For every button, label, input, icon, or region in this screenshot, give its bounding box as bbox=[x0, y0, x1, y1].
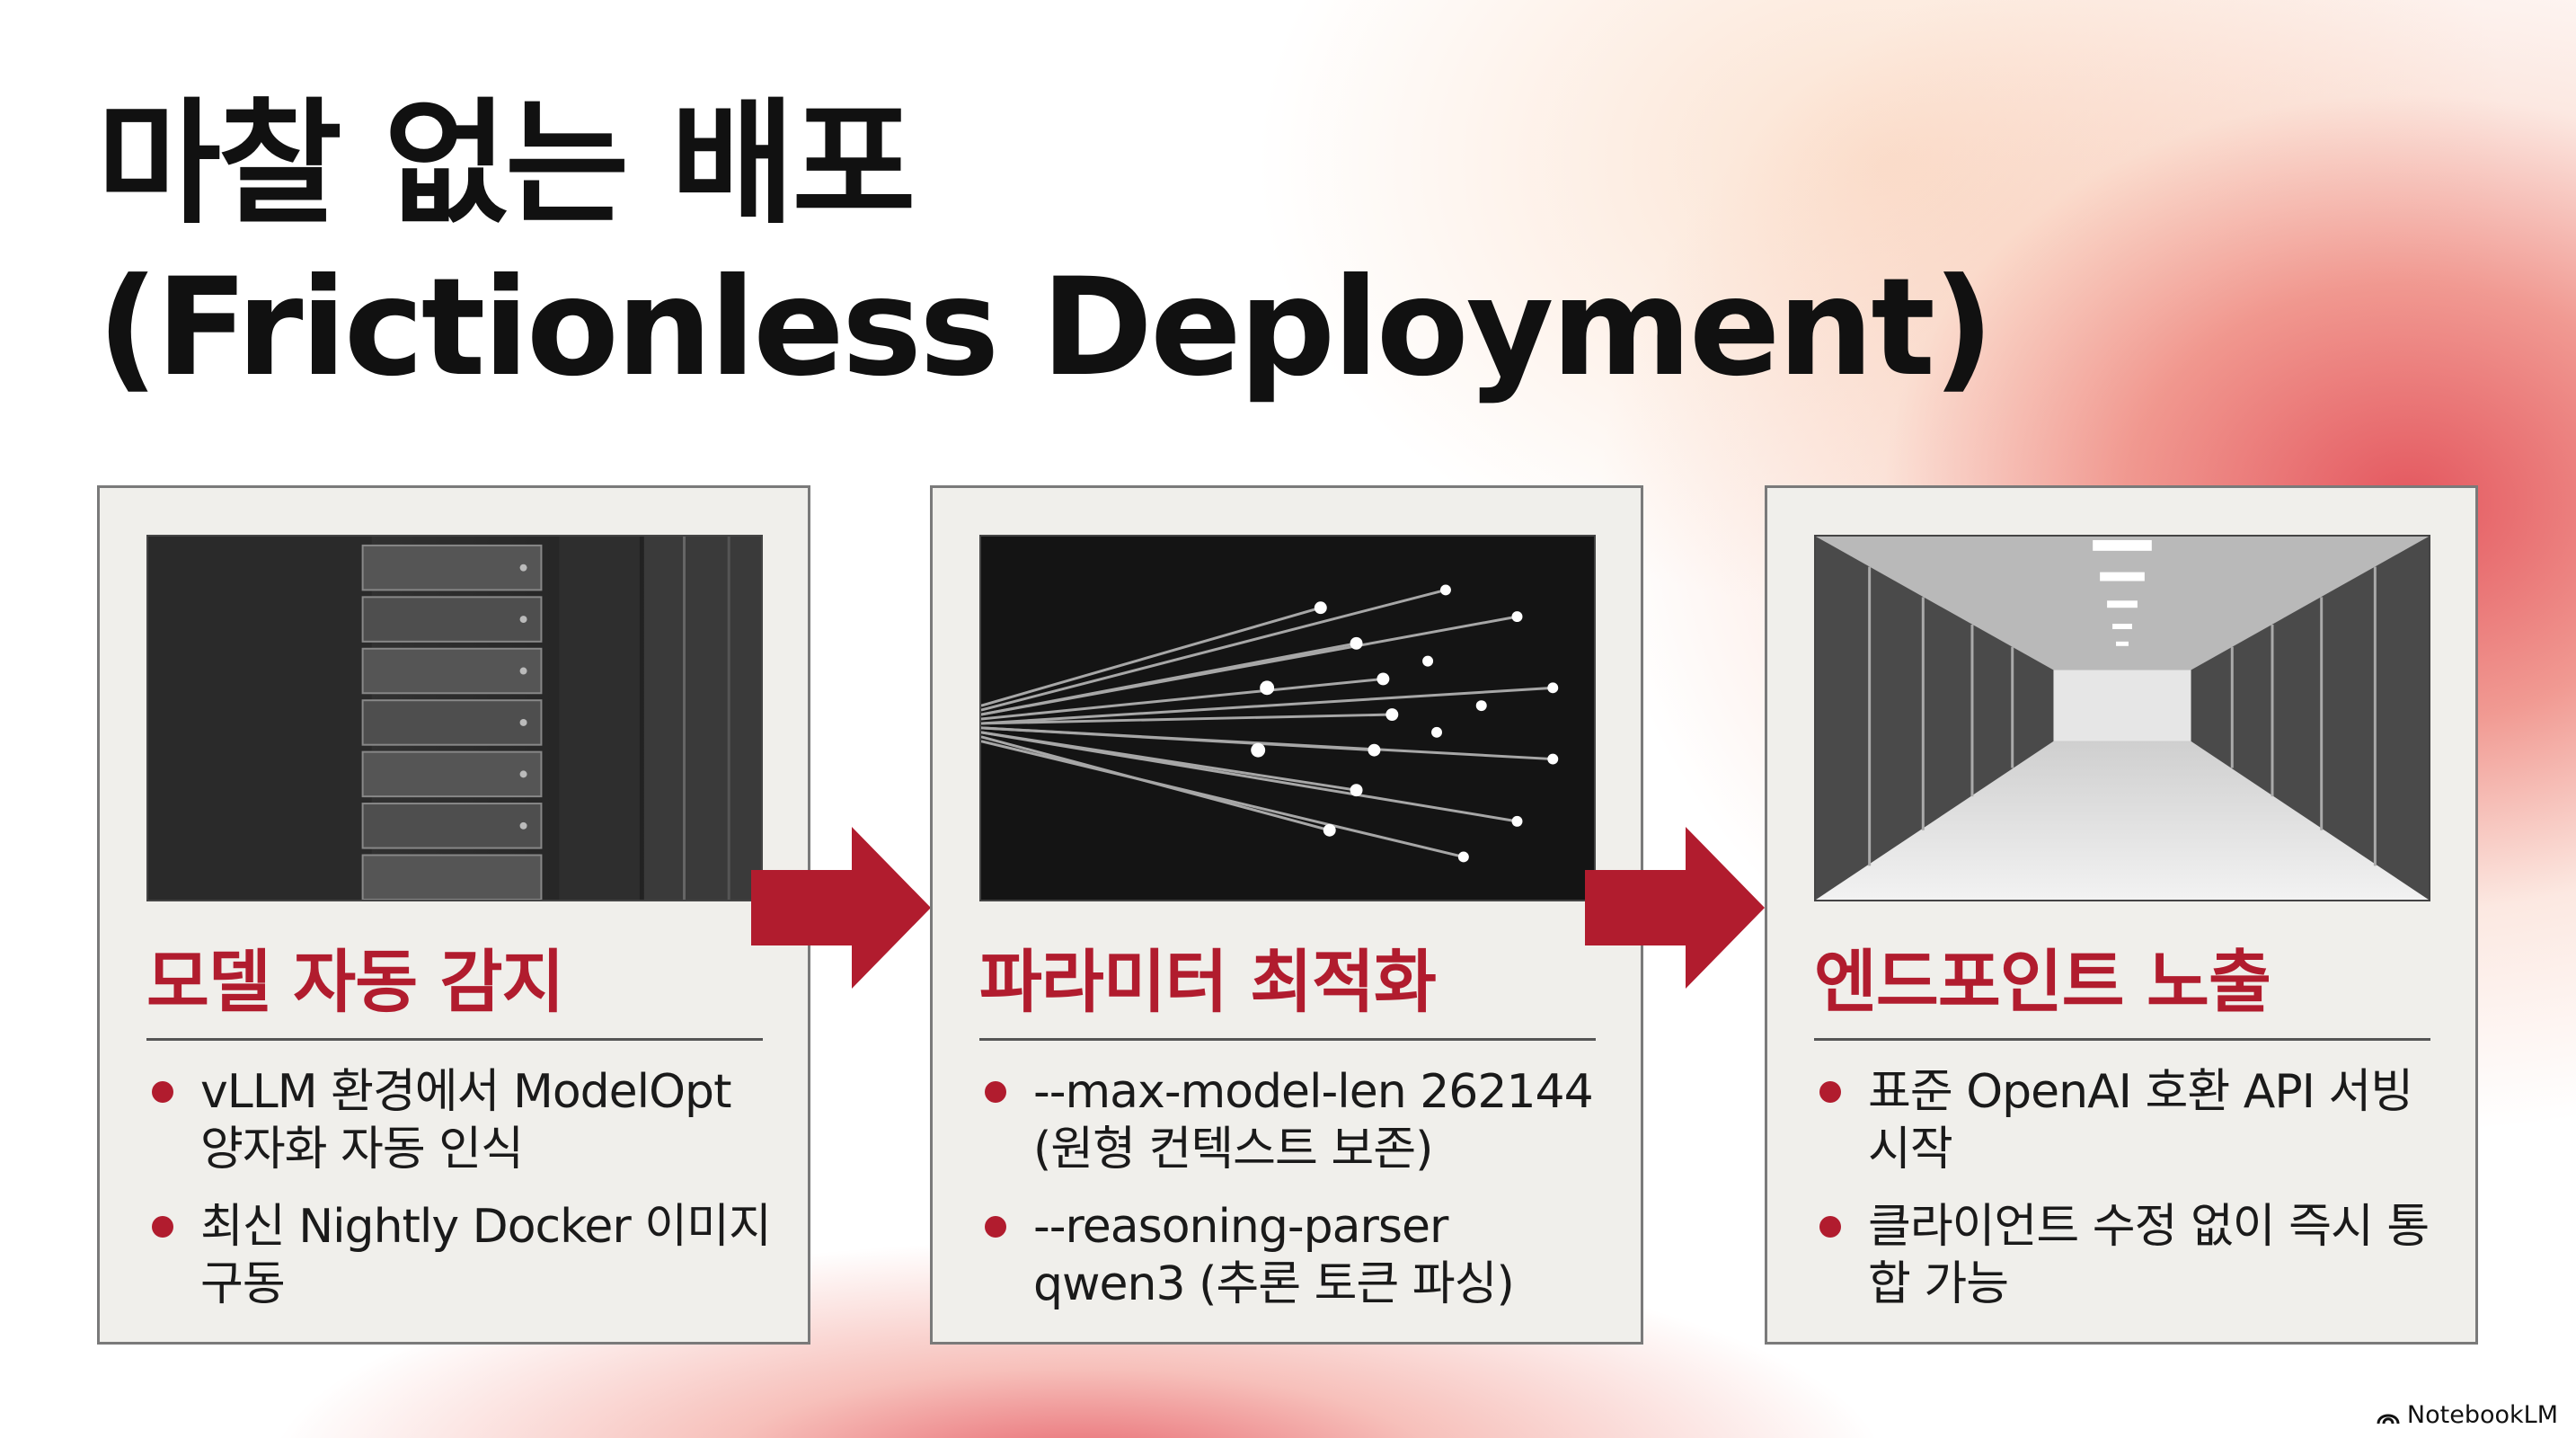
bullet-dot-icon bbox=[152, 1081, 173, 1103]
arrow-right-icon bbox=[1585, 827, 1765, 989]
fiber-optic-strands-photo bbox=[979, 535, 1596, 901]
bullet-list: 표준 OpenAI 호환 API 서빙 시작 클라이언트 수정 없이 즉시 통합… bbox=[1814, 1063, 2443, 1333]
bullet-list: vLLM 환경에서 ModelOpt 양자화 자동 인식 최신 Nightly … bbox=[146, 1063, 775, 1333]
title-line-korean: 마찰 없는 배포 bbox=[97, 86, 916, 243]
page-title: 마찰 없는 배포 (Frictionless Deployment) bbox=[97, 83, 1995, 410]
card-heading: 모델 자동 감지 bbox=[146, 942, 564, 1022]
bullet-dot-icon bbox=[985, 1216, 1006, 1238]
divider bbox=[979, 1038, 1596, 1041]
step-card-parameter-optimization: 파라미터 최적화 --max-model-len 262144 (원형 컨텍스트… bbox=[930, 485, 1643, 1345]
step-card-endpoint-exposure: 엔드포인트 노출 표준 OpenAI 호환 API 서빙 시작 클라이언트 수정… bbox=[1765, 485, 2478, 1345]
list-item: vLLM 환경에서 ModelOpt 양자화 자동 인식 bbox=[146, 1063, 775, 1178]
arrow-right-icon bbox=[751, 827, 931, 989]
card-heading: 파라미터 최적화 bbox=[979, 942, 1437, 1022]
server-rack-photo bbox=[146, 535, 763, 901]
bullet-dot-icon bbox=[985, 1081, 1006, 1103]
data-center-aisle-photo bbox=[1814, 535, 2430, 901]
bullet-list: --max-model-len 262144 (원형 컨텍스트 보존) --re… bbox=[979, 1063, 1608, 1333]
brand-label: NotebookLM bbox=[2406, 1401, 2558, 1429]
bullet-dot-icon bbox=[1819, 1216, 1841, 1238]
list-item: 최신 Nightly Docker 이미지 구동 bbox=[146, 1198, 775, 1313]
notebooklm-watermark: NotebookLM bbox=[2377, 1401, 2558, 1429]
divider bbox=[1814, 1038, 2430, 1041]
title-line-english: (Frictionless Deployment) bbox=[97, 250, 1995, 406]
list-item: 클라이언트 수정 없이 즉시 통합 가능 bbox=[1814, 1198, 2443, 1313]
card-heading: 엔드포인트 노출 bbox=[1814, 942, 2271, 1022]
bullet-dot-icon bbox=[152, 1216, 173, 1238]
list-item: 표준 OpenAI 호환 API 서빙 시작 bbox=[1814, 1063, 2443, 1178]
notebooklm-logo-icon bbox=[2377, 1414, 2400, 1424]
list-item: --max-model-len 262144 (원형 컨텍스트 보존) bbox=[979, 1063, 1608, 1178]
divider bbox=[146, 1038, 763, 1041]
list-item: --reasoning-parser qwen3 (추론 토큰 파싱) bbox=[979, 1198, 1608, 1313]
bullet-dot-icon bbox=[1819, 1081, 1841, 1103]
step-card-model-detection: 모델 자동 감지 vLLM 환경에서 ModelOpt 양자화 자동 인식 최신… bbox=[97, 485, 810, 1345]
